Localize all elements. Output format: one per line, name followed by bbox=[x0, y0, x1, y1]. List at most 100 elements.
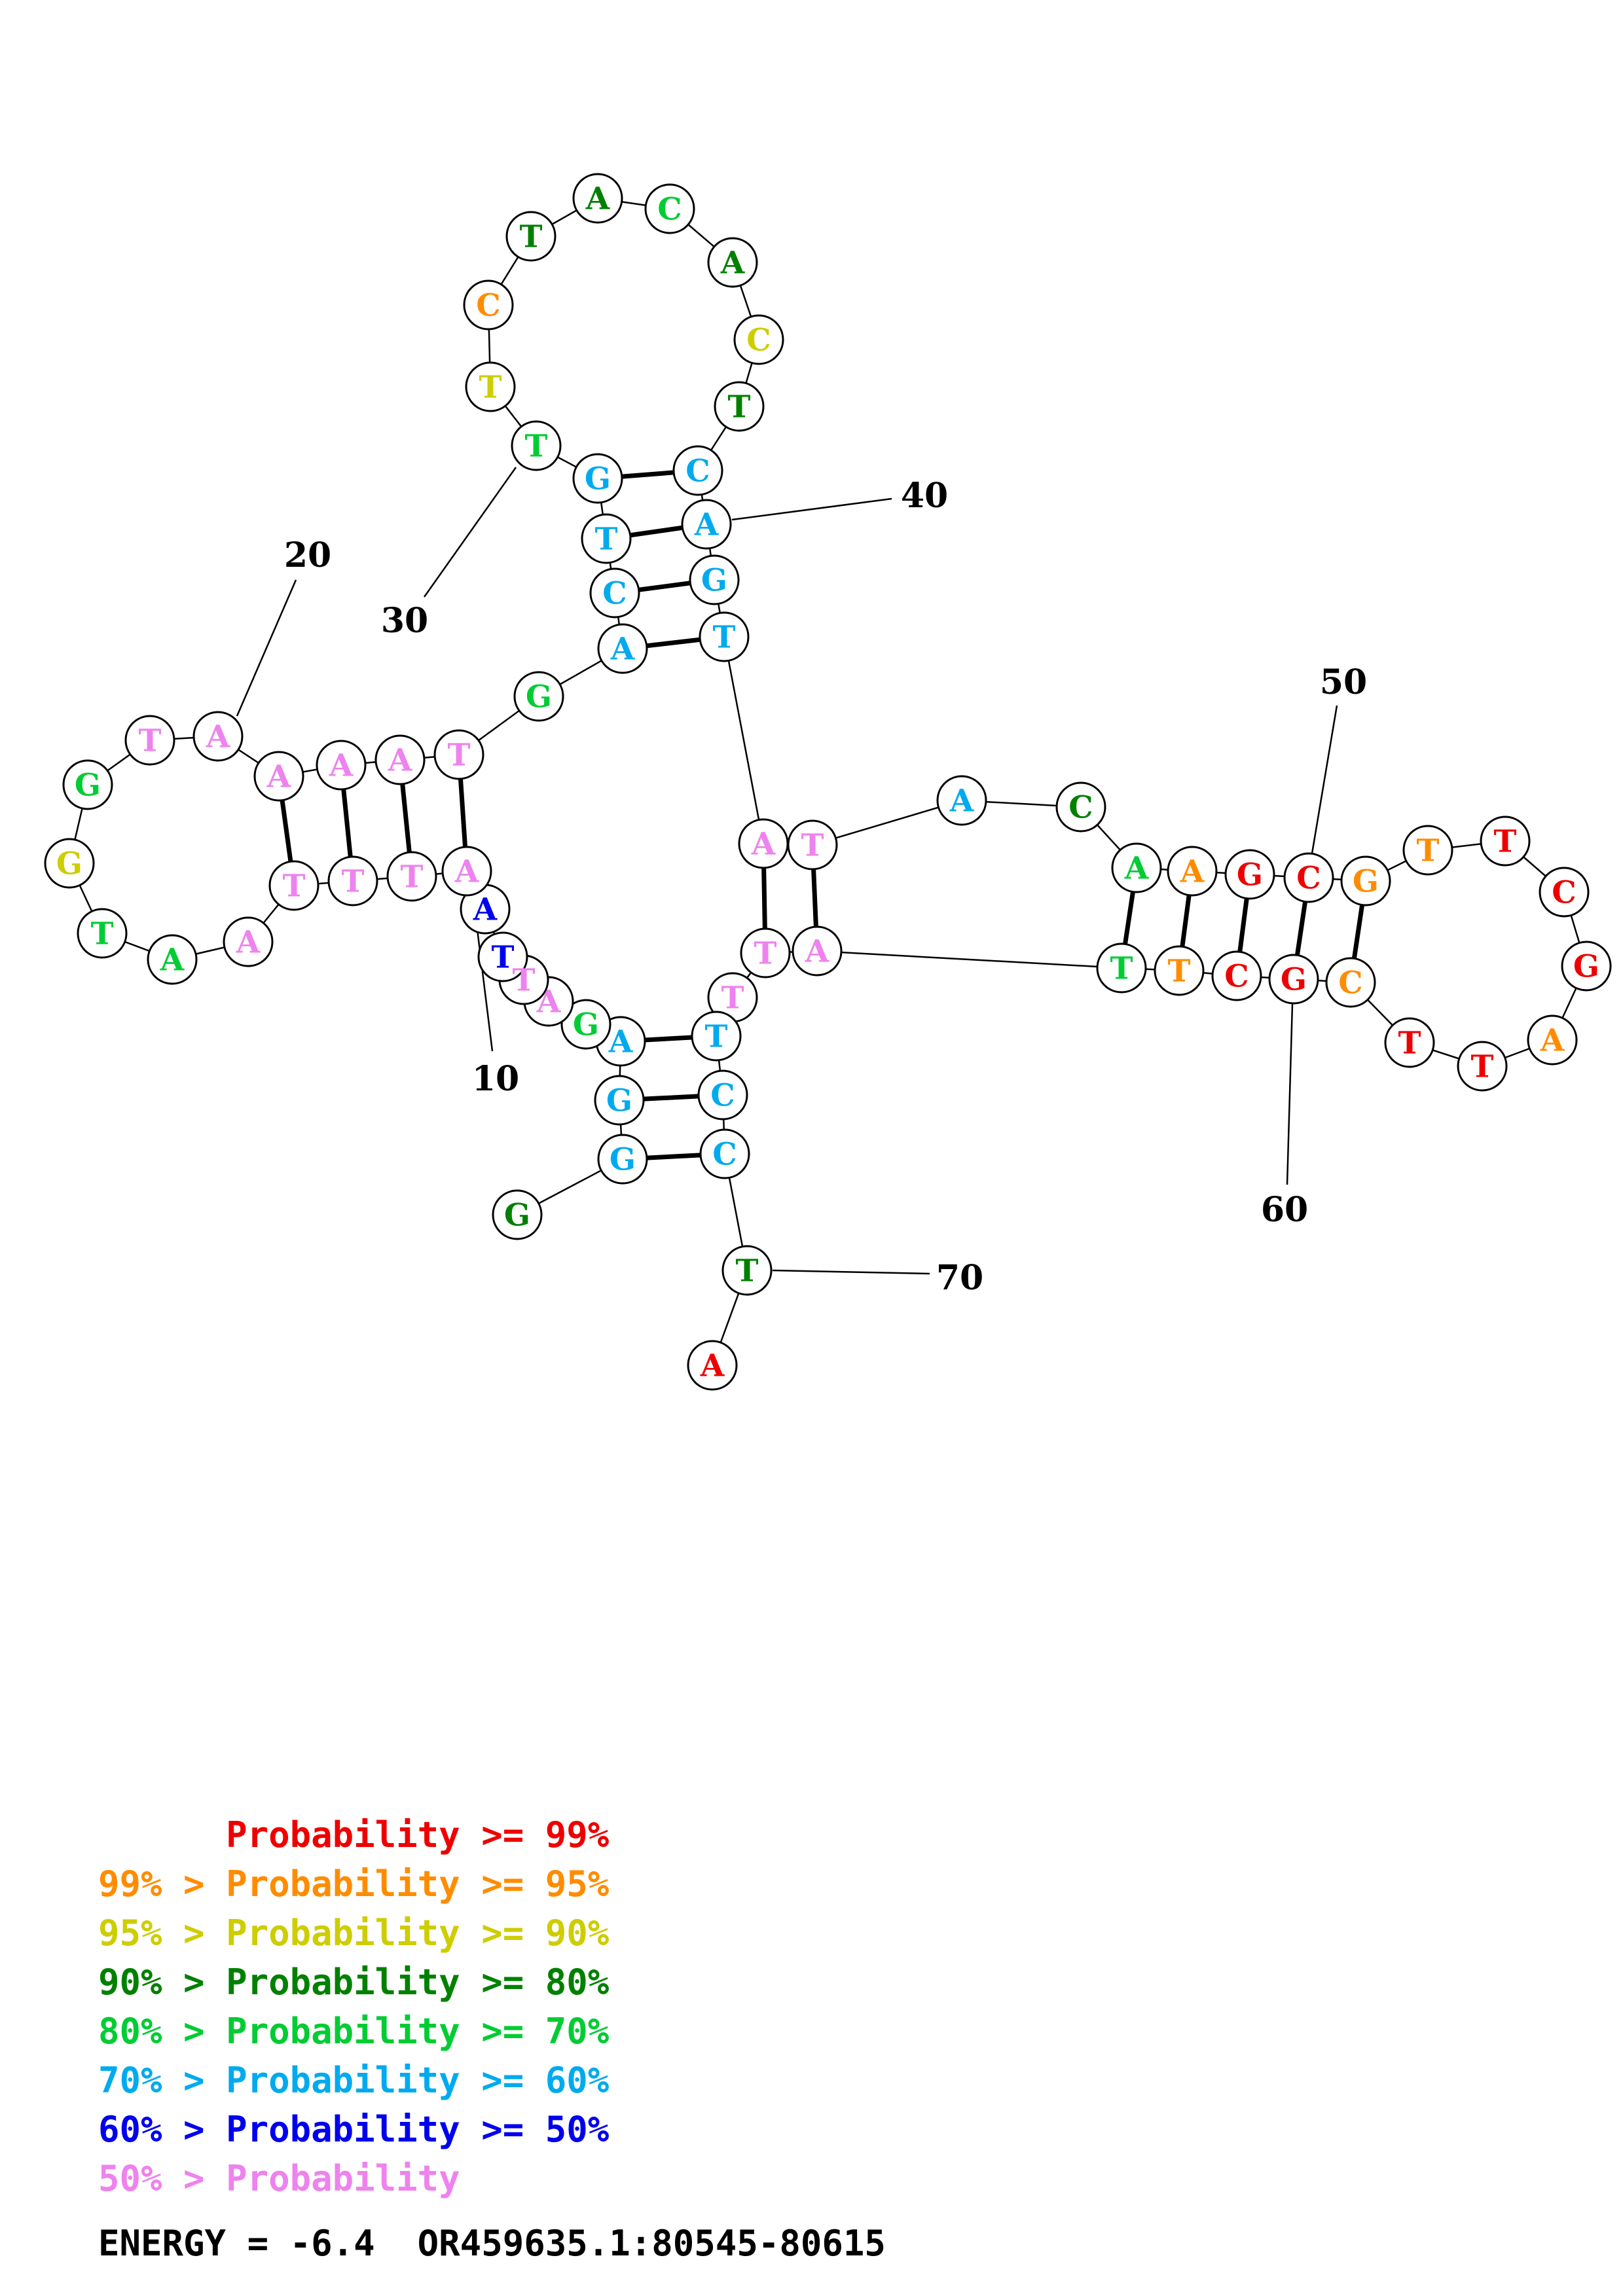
label-leader-30 bbox=[423, 467, 517, 598]
label-leader-50 bbox=[1311, 705, 1338, 854]
base-51-circle bbox=[1340, 855, 1391, 906]
base-16-letter-T: T bbox=[91, 916, 114, 952]
base-44-letter-T: T bbox=[801, 827, 824, 863]
base-12-letter-T: T bbox=[342, 863, 365, 899]
base-48-letter-A: A bbox=[1180, 853, 1205, 889]
base-23-letter-A: A bbox=[388, 742, 412, 778]
backbone-segment-44-45 bbox=[812, 799, 962, 846]
base-57-circle bbox=[1457, 1041, 1508, 1092]
base-10-circle bbox=[441, 846, 492, 897]
base-52-circle bbox=[1402, 825, 1453, 876]
base-49-letter-G: G bbox=[1237, 857, 1263, 893]
base-49-circle bbox=[1224, 849, 1275, 900]
base-28-letter-T: T bbox=[595, 521, 618, 557]
base-50-letter-C: C bbox=[1296, 860, 1321, 896]
label-leader-40 bbox=[731, 497, 892, 521]
base-17-letter-G: G bbox=[56, 846, 82, 882]
base-35-circle bbox=[644, 183, 695, 234]
base-57-letter-T: T bbox=[1471, 1049, 1494, 1085]
base-1-letter-G: G bbox=[504, 1197, 530, 1233]
position-label-70: 70 bbox=[936, 1258, 983, 1298]
base-33-circle bbox=[505, 211, 556, 262]
label-leader-70 bbox=[772, 1269, 930, 1275]
base-46-circle bbox=[1055, 781, 1106, 833]
base-11-letter-T: T bbox=[401, 859, 424, 895]
base-18-circle bbox=[62, 759, 113, 810]
position-label-50: 50 bbox=[1320, 662, 1367, 702]
base-36-circle bbox=[707, 237, 758, 288]
base-21-circle bbox=[253, 751, 304, 802]
base-11-circle bbox=[386, 851, 437, 902]
base-65-circle bbox=[740, 927, 791, 978]
base-29-letter-G: G bbox=[585, 461, 611, 497]
base-61-circle bbox=[1211, 950, 1262, 1001]
label-leader-60 bbox=[1286, 1003, 1294, 1185]
base-56-letter-A: A bbox=[1540, 1022, 1565, 1058]
base-25-circle bbox=[513, 671, 564, 722]
base-34-letter-A: A bbox=[585, 181, 610, 217]
base-71-circle bbox=[687, 1340, 738, 1391]
base-2-letter-G: G bbox=[610, 1141, 636, 1177]
legend-row-2: 99% > Probability >= 95% bbox=[98, 1863, 610, 1905]
position-label-10: 10 bbox=[472, 1059, 519, 1099]
base-2-circle bbox=[597, 1134, 648, 1185]
base-23-circle bbox=[374, 734, 426, 785]
base-13-circle bbox=[268, 860, 319, 911]
base-42-circle bbox=[699, 611, 750, 662]
base-68-letter-C: C bbox=[710, 1077, 735, 1113]
base-3-letter-G: G bbox=[606, 1083, 632, 1119]
base-31-letter-T: T bbox=[479, 369, 502, 405]
base-40-circle bbox=[681, 499, 732, 550]
base-42-letter-T: T bbox=[713, 619, 736, 655]
base-15-circle bbox=[147, 934, 198, 985]
base-5-letter-G: G bbox=[573, 1007, 599, 1043]
base-13-letter-T: T bbox=[283, 868, 306, 904]
base-59-letter-C: C bbox=[1338, 965, 1362, 1001]
base-64-letter-A: A bbox=[805, 933, 830, 969]
label-leader-20 bbox=[236, 579, 297, 717]
base-35-letter-C: C bbox=[657, 191, 682, 227]
base-24-circle bbox=[433, 729, 484, 780]
energy-line: ENERGY = -6.4 OR459635.1:80545-80615 bbox=[98, 2223, 886, 2264]
base-21-letter-A: A bbox=[266, 759, 291, 795]
base-47-circle bbox=[1111, 842, 1162, 893]
base-22-circle bbox=[316, 740, 367, 791]
base-45-letter-A: A bbox=[949, 783, 974, 819]
base-39-letter-C: C bbox=[685, 453, 710, 489]
base-58-circle bbox=[1384, 1017, 1435, 1068]
legend-row-1: Probability >= 99% bbox=[98, 1814, 610, 1856]
base-68-circle bbox=[697, 1069, 748, 1121]
base-19-circle bbox=[124, 715, 175, 766]
base-27-letter-C: C bbox=[602, 575, 627, 611]
base-54-letter-C: C bbox=[1552, 874, 1576, 910]
base-62-circle bbox=[1154, 945, 1205, 996]
base-8-circle bbox=[477, 931, 528, 982]
base-18-letter-G: G bbox=[75, 767, 101, 803]
position-label-20: 20 bbox=[284, 535, 331, 575]
base-53-circle bbox=[1480, 816, 1531, 867]
base-33-letter-T: T bbox=[520, 219, 543, 255]
base-16-circle bbox=[77, 908, 128, 959]
base-58-letter-T: T bbox=[1398, 1025, 1421, 1061]
base-5-circle bbox=[560, 999, 611, 1050]
legend-row-3: 95% > Probability >= 90% bbox=[98, 1912, 610, 1954]
base-27-circle bbox=[589, 567, 640, 619]
base-43-letter-A: A bbox=[751, 826, 776, 862]
base-69-letter-C: C bbox=[712, 1136, 737, 1172]
base-32-letter-C: C bbox=[476, 287, 500, 323]
base-52-letter-T: T bbox=[1417, 833, 1440, 869]
legend-row-6: 70% > Probability >= 60% bbox=[98, 2060, 610, 2101]
base-29-circle bbox=[572, 453, 623, 504]
base-63-circle bbox=[1096, 942, 1147, 994]
base-38-letter-T: T bbox=[728, 389, 751, 425]
base-20-circle bbox=[192, 711, 244, 762]
base-56-circle bbox=[1527, 1014, 1578, 1066]
base-37-letter-C: C bbox=[746, 322, 771, 358]
base-30-letter-T: T bbox=[525, 428, 548, 464]
base-19-letter-T: T bbox=[139, 723, 162, 759]
base-26-circle bbox=[597, 623, 648, 674]
base-14-circle bbox=[223, 916, 274, 967]
base-38-circle bbox=[714, 381, 765, 432]
base-3-circle bbox=[594, 1075, 645, 1126]
